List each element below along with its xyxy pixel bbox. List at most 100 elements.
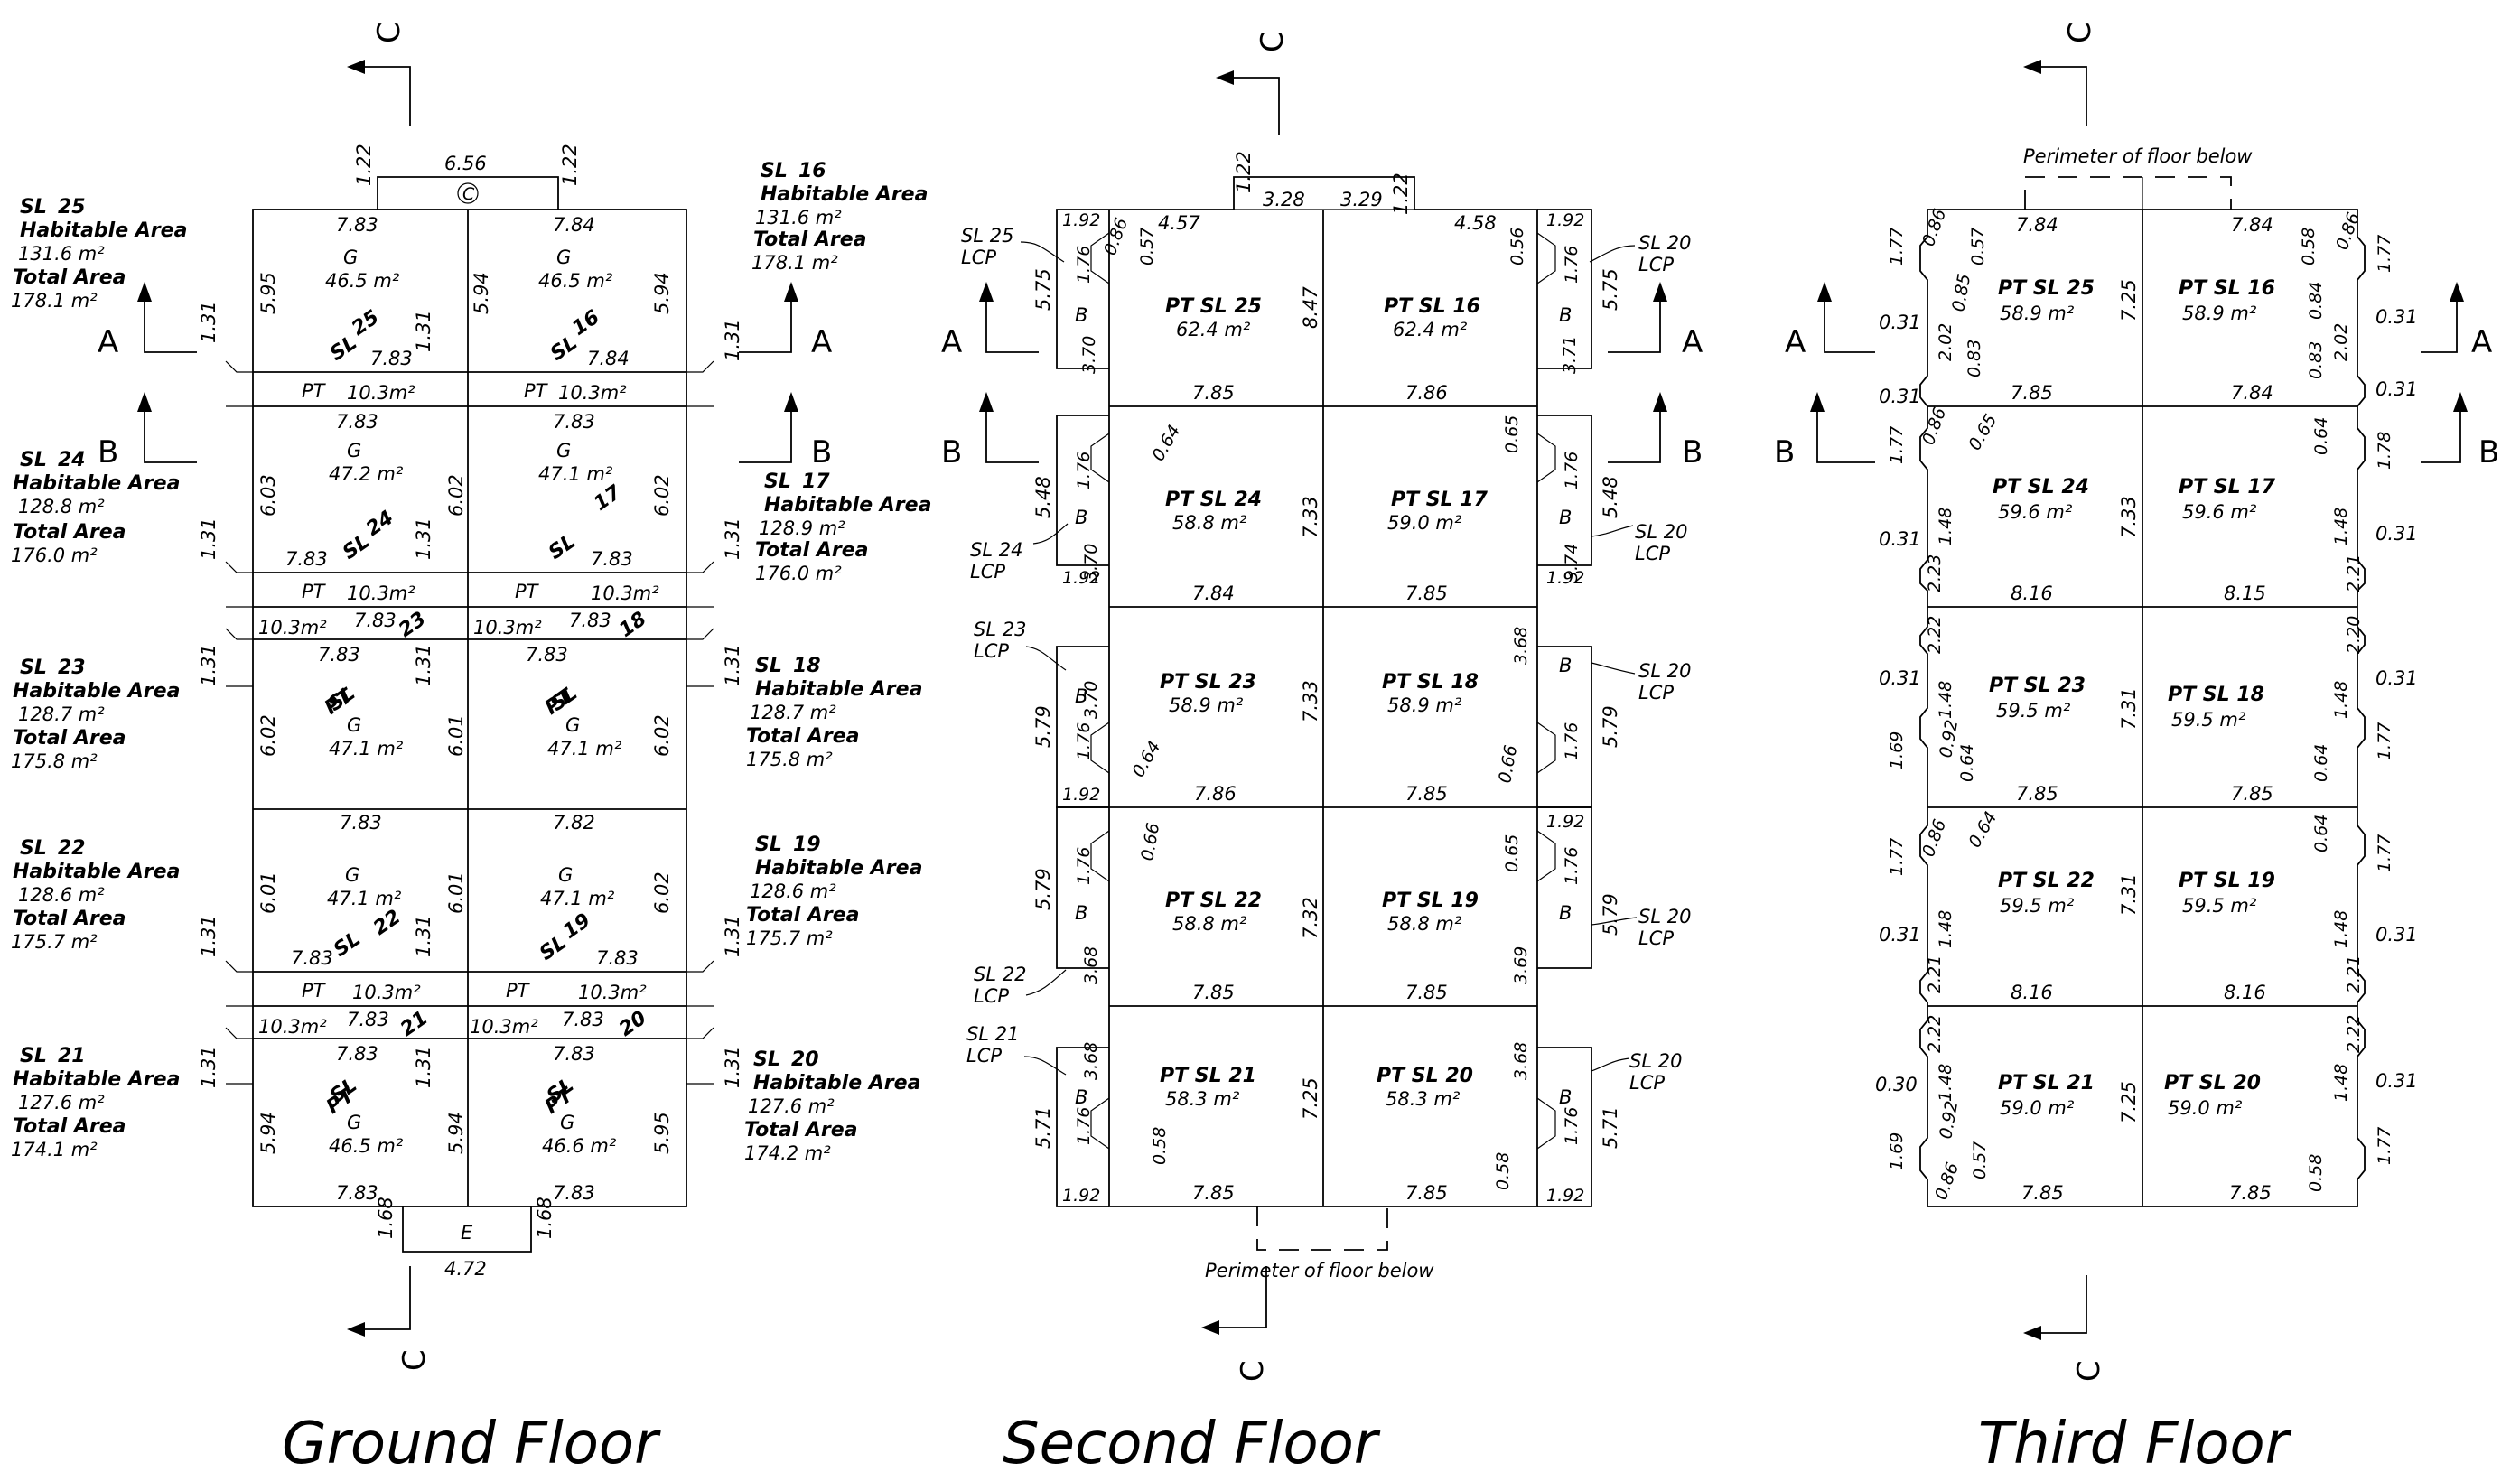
bay-dim: 1.76 (1074, 452, 1094, 489)
second-floor-title: Second Floor (1003, 1411, 1381, 1472)
lcp-label: LCP (966, 1045, 1002, 1067)
bay-dim: 1.48 (1936, 681, 1955, 719)
second-center-depth: 7.33 (1300, 496, 1321, 538)
bay-dim: 1.48 (1936, 1064, 1955, 1102)
ground-width: 7.83 (336, 1043, 378, 1065)
lcp-label: LCP (1638, 254, 1674, 275)
ground-side-dim: 1.31 (722, 1046, 743, 1088)
third-side-offset: 0.31 (2375, 378, 2418, 400)
second-top-width: 4.57 (1158, 212, 1200, 234)
ground-width: 7.83 (553, 1043, 595, 1065)
bay-dim: 1.76 (1562, 246, 1582, 284)
ground-width: 7.83 (347, 1009, 389, 1030)
unit-number: 16 (798, 160, 826, 182)
bay-dim: 0.66 (1495, 743, 1521, 784)
section-c-mark: C (397, 1349, 433, 1371)
bay-depth: 5.79 (1032, 705, 1054, 748)
bay-dim: 1.77 (2375, 834, 2394, 872)
third-center-depth: 7.25 (2118, 1081, 2140, 1123)
ground-side-dim: 1.31 (722, 517, 743, 560)
bay-dim: 2.23 (1925, 554, 1945, 592)
ground-side-dim: 1.31 (198, 915, 219, 957)
third-side-offset: 0.31 (1879, 528, 1921, 550)
second-width: 7.84 (1192, 582, 1235, 604)
bay-dim: 0.57 (1968, 228, 1988, 266)
garage-code: G (345, 864, 359, 886)
total-area: 175.8 m² (746, 749, 833, 770)
total-area: 174.2 m² (744, 1142, 831, 1164)
sl-label: SL (326, 331, 361, 366)
bay-dim: 1.92 (1062, 785, 1100, 805)
garage-area: 47.1 m² (327, 888, 402, 909)
unit-number: 18 (615, 608, 650, 642)
bay-dim: 0.64 (1965, 808, 2001, 852)
bay-letter: B (1075, 1086, 1087, 1108)
third-side-offset: 0.30 (1875, 1074, 1918, 1095)
bay-dim: 3.68 (1511, 627, 1531, 665)
unit-number: 21 (397, 1007, 432, 1041)
bay-dim: 1.77 (1887, 426, 1907, 464)
second-top-mark: 1.22 (1390, 172, 1412, 215)
ground-width: 7.83 (285, 548, 328, 570)
third-unit-name: PT SL 22 (1998, 870, 2095, 892)
bay-dim: 0.65 (1502, 415, 1522, 453)
ground-bottom-door-width: 4.72 (444, 1258, 487, 1280)
sl-label: SL (330, 927, 365, 962)
lcp-sl: SL 20 (1638, 232, 1691, 254)
section-a-mark: A (2471, 324, 2492, 360)
lcp-sl: SL 20 (1629, 1050, 1682, 1072)
second-perimeter-note: Perimeter of floor below (1205, 1260, 1434, 1281)
third-unit-name: PT SL 17 (2179, 476, 2276, 498)
third-width: 7.85 (2229, 1182, 2272, 1204)
lcp-label: LCP (1638, 682, 1674, 703)
unit-number: 23 (58, 657, 86, 679)
third-center-depth: 7.25 (2118, 279, 2140, 321)
third-floor-title: Third Floor (1978, 1411, 2292, 1472)
garage-area: 47.1 m² (547, 738, 622, 759)
second-unit-name: PT SL 16 (1384, 295, 1480, 318)
lcp-label: LCP (961, 247, 996, 268)
bay-dim: 0.64 (1957, 744, 1977, 782)
ground-depth: 5.94 (445, 1112, 467, 1154)
ground-side-dim: 1.31 (198, 517, 219, 560)
total-area: 174.1 m² (11, 1139, 98, 1160)
third-center-depth: 7.33 (2118, 496, 2140, 538)
second-width: 7.85 (1405, 582, 1448, 604)
bay-dim: 1.92 (1546, 1186, 1584, 1206)
ground-right-area-notes: SL 16 SL 17 SL 18 SL 19 SL 20 Habitable … (744, 160, 931, 1164)
garage-area: 47.2 m² (329, 463, 404, 485)
pt-label: PT (302, 581, 327, 602)
ground-section-markers: C C A B A B (98, 22, 832, 1371)
ground-width: 7.83 (291, 947, 333, 969)
total-area: 176.0 m² (755, 563, 842, 584)
bay-dim: 3.70 (1081, 544, 1101, 582)
habitable-area: 127.6 m² (748, 1095, 835, 1117)
second-width: 7.85 (1192, 1182, 1235, 1204)
third-side-offset: 0.31 (2375, 523, 2418, 545)
garage-code: G (560, 1112, 574, 1133)
ground-width: 7.83 (336, 214, 378, 236)
garage-code: G (558, 864, 573, 886)
third-unit-name: PT SL 21 (1998, 1072, 2095, 1095)
second-width: 7.85 (1192, 382, 1235, 404)
habitable-area: 128.7 m² (18, 703, 105, 725)
ground-depth: 6.01 (257, 871, 279, 914)
bay-dim: 1.76 (1074, 246, 1094, 284)
bay-dim: 0.64 (2311, 815, 2331, 852)
bay-dim: 1.48 (2331, 910, 2351, 948)
bay-dim: 1.77 (2375, 235, 2394, 273)
third-side-offset: 0.31 (1879, 667, 1921, 689)
bay-dim: 0.58 (1493, 1152, 1513, 1190)
ground-left-area-notes: SL 25 SL 24 SL 23 SL 22 SL 21 Habitable … (11, 196, 187, 1160)
second-unit-name: PT SL 22 (1165, 890, 1262, 912)
ground-side-dim: 1.31 (413, 517, 434, 560)
pt-area: 10.3m² (352, 982, 421, 1003)
bay-dim: 1.76 (1074, 847, 1094, 885)
section-c-mark: C (1255, 31, 1291, 52)
total-label: Total Area (755, 539, 869, 562)
habitable-label: Habitable Area (764, 494, 931, 517)
bay-letter: B (1559, 507, 1572, 528)
bay-dim: 2.21 (1925, 955, 1945, 993)
third-unit-area: 58.9 m² (2182, 303, 2257, 324)
unit-number: 19 (793, 834, 821, 856)
